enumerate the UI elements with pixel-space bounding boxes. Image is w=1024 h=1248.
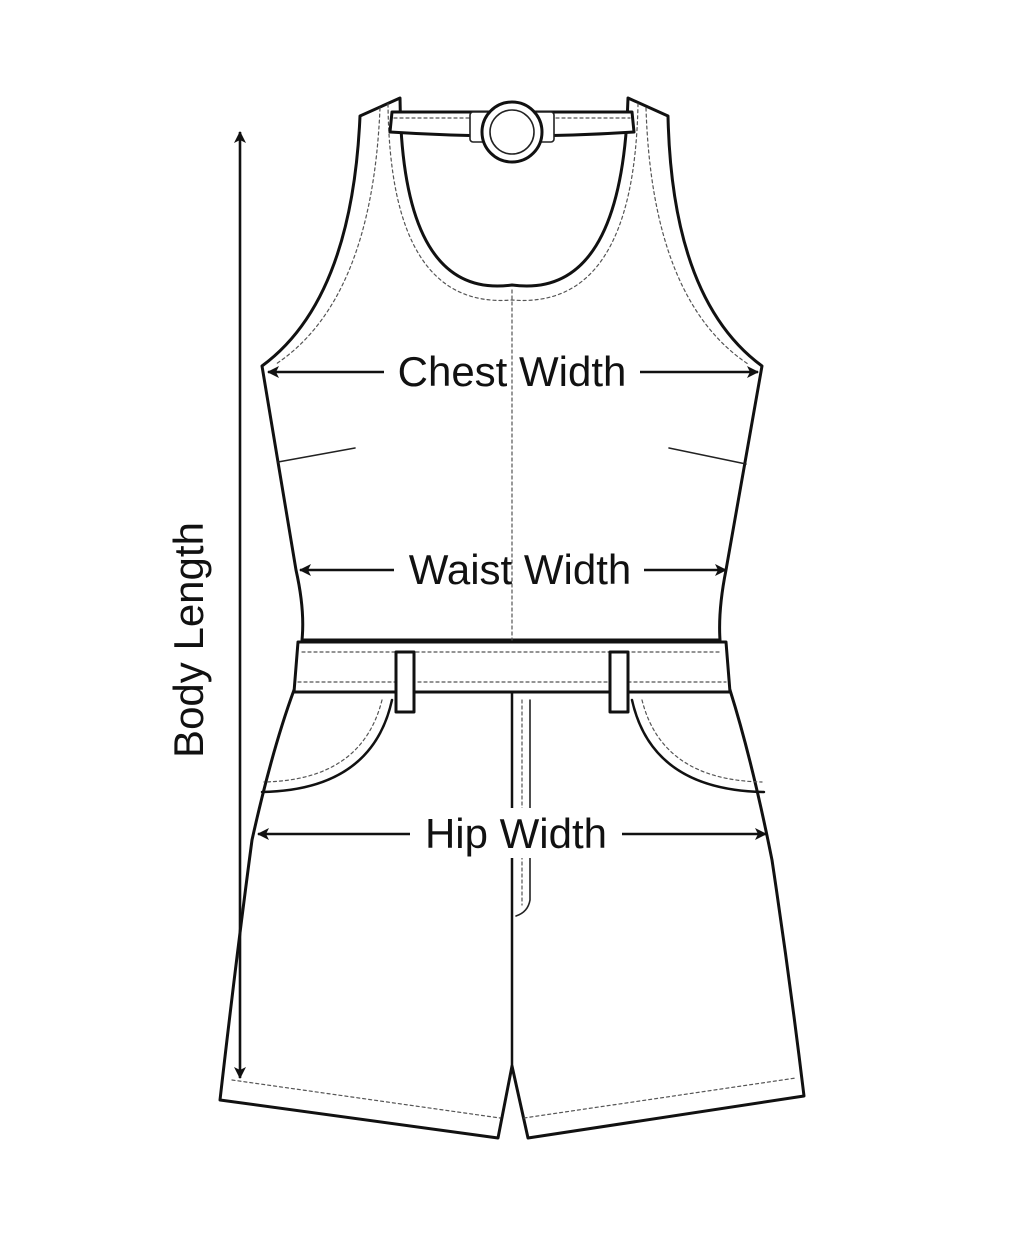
right-pocket-stitch	[641, 699, 763, 783]
body-length-label: Body Length	[165, 522, 212, 758]
fly-stitch	[515, 699, 531, 917]
shorts	[218, 640, 806, 1140]
waistband	[292, 640, 732, 694]
left-armhole-stitch	[275, 107, 381, 365]
right-armhole-stitch	[645, 107, 749, 365]
left-dart	[277, 447, 356, 463]
left-belt-loop	[394, 650, 416, 714]
waist-width-label: Waist Width	[409, 546, 631, 593]
left-pocket-stitch	[263, 699, 383, 783]
o-ring-inner	[489, 109, 535, 155]
hip-measurement: Hip Width	[257, 808, 767, 858]
body-length-measurement: Body Length	[165, 131, 246, 1079]
right-pocket	[630, 698, 766, 794]
neckline-stitch	[387, 103, 639, 302]
right-belt-loop	[608, 650, 630, 714]
hip-width-label: Hip Width	[425, 810, 607, 857]
left-hem-stitch	[231, 1079, 501, 1119]
hip-label-bg	[418, 808, 614, 858]
waist-measurement: Waist Width	[299, 546, 727, 593]
bodice	[260, 96, 764, 643]
right-dart	[668, 447, 747, 465]
left-pocket	[260, 698, 394, 794]
chest-measurement: Chest Width	[267, 348, 759, 395]
chest-width-label: Chest Width	[398, 348, 627, 395]
right-hem-stitch	[523, 1077, 797, 1119]
